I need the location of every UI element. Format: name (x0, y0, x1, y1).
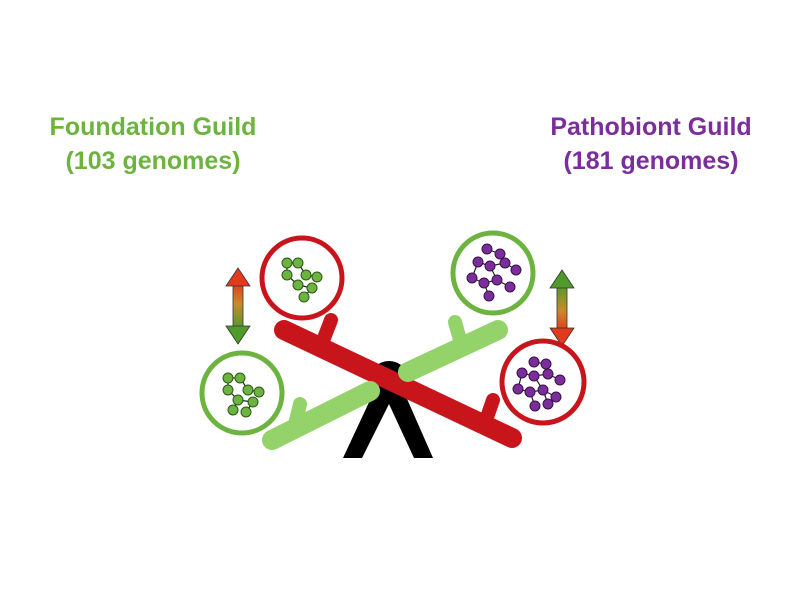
right-double-arrow-icon (549, 269, 575, 347)
foundation-network-lower-icon (199, 350, 285, 436)
pathobiont-guild-name: Pathobiont Guild (550, 113, 752, 141)
red-beam (274, 313, 522, 448)
left-double-arrow-icon (225, 267, 251, 345)
foundation-guild-title: Foundation Guild (103 genomes) (22, 110, 284, 178)
foundation-guild-count: (103 genomes) (65, 147, 241, 175)
pathobiont-network-lower-icon (499, 338, 587, 426)
green-beam (262, 315, 508, 450)
pathobiont-guild-title: Pathobiont Guild (181 genomes) (520, 110, 782, 178)
pathobiont-network-upper-icon (450, 230, 536, 316)
pathobiont-guild-count: (181 genomes) (563, 147, 739, 175)
foundation-guild-name: Foundation Guild (49, 113, 257, 141)
foundation-network-upper-icon (259, 235, 345, 321)
